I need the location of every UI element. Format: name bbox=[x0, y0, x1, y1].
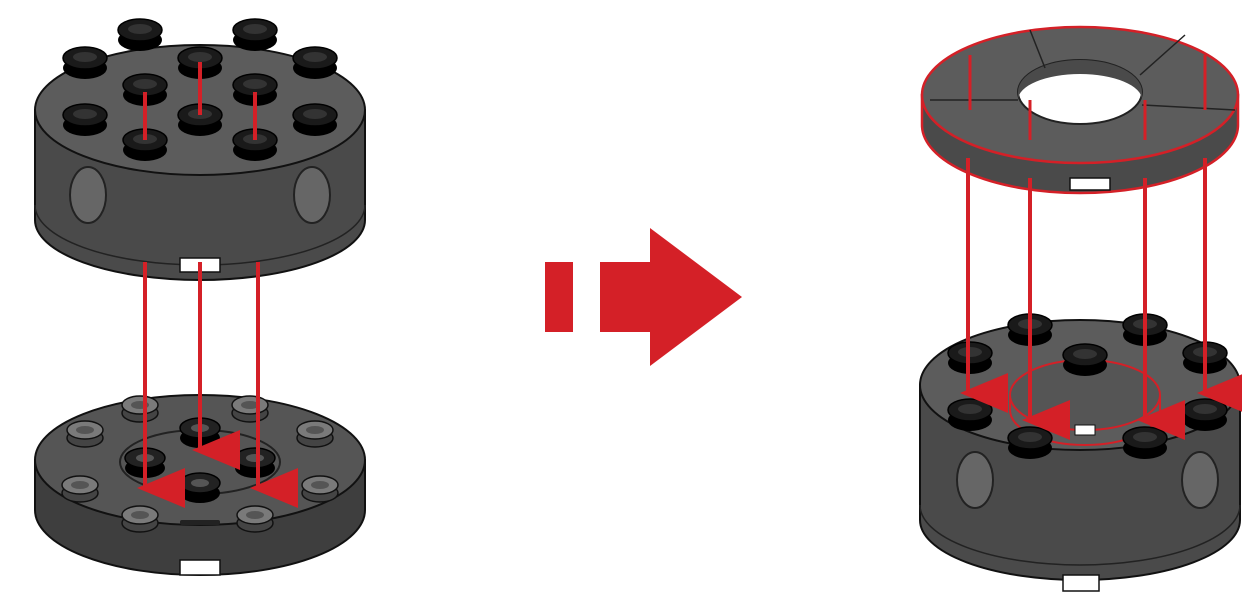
step-2-panel bbox=[920, 27, 1240, 591]
round-brick-top bbox=[35, 19, 365, 280]
step-1-panel bbox=[35, 19, 365, 575]
double-chevron-right-icon bbox=[545, 228, 742, 366]
